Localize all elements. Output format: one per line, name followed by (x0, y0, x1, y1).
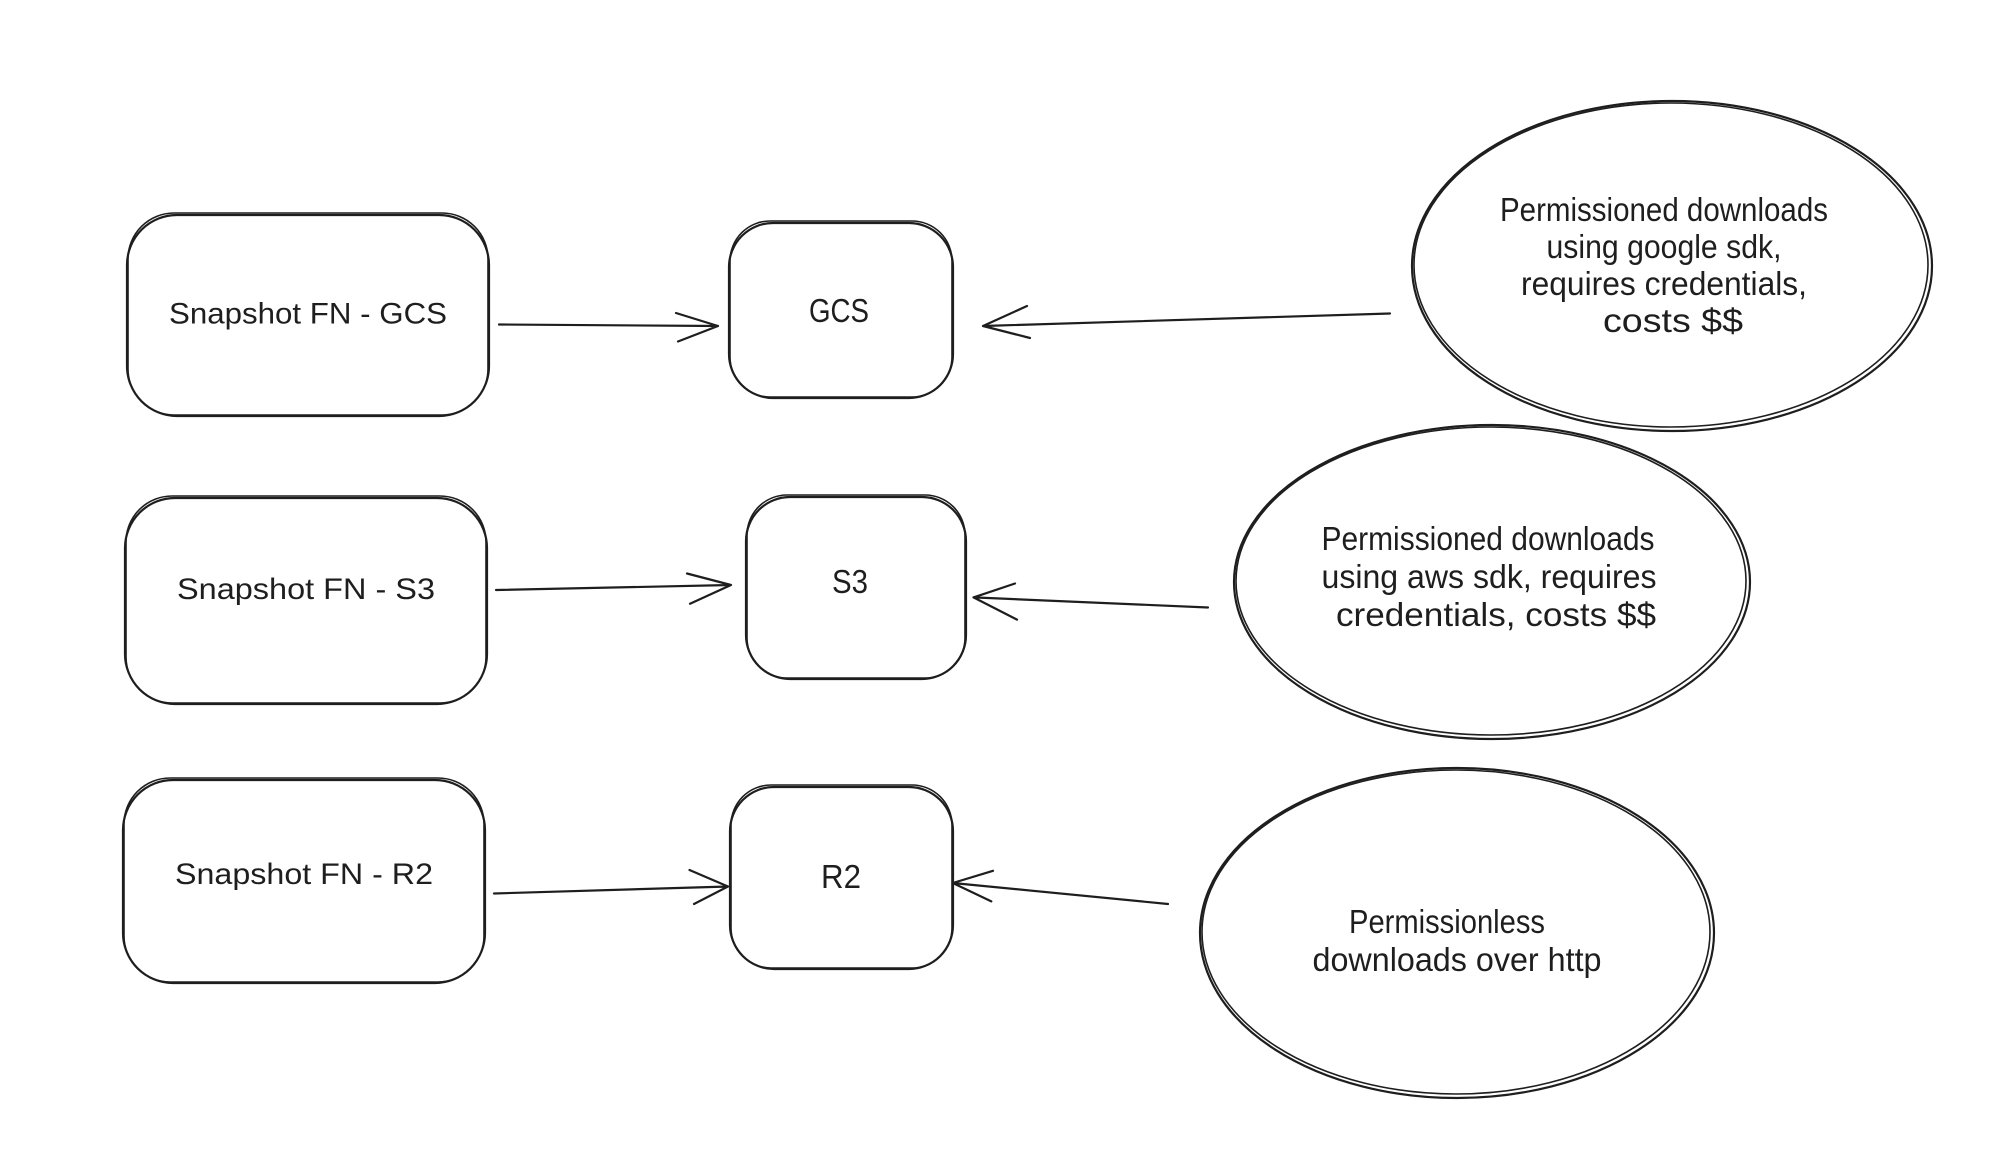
svg-text:Permissioned downloads: Permissioned downloads (1500, 191, 1828, 228)
svg-text:downloads over http: downloads over http (1313, 941, 1602, 978)
svg-text:GCS: GCS (809, 292, 869, 329)
svg-text:Permissioned downloads: Permissioned downloads (1322, 520, 1655, 557)
svg-text:Snapshot FN - S3: Snapshot FN - S3 (177, 573, 435, 606)
svg-text:requires credentials,: requires credentials, (1521, 265, 1807, 302)
svg-text:Permissionless: Permissionless (1349, 903, 1545, 940)
svg-text:credentials, costs $$: credentials, costs $$ (1336, 596, 1656, 633)
svg-text:costs $$: costs $$ (1603, 302, 1743, 339)
svg-text:R2: R2 (821, 858, 861, 895)
svg-text:Snapshot FN - GCS: Snapshot FN - GCS (169, 298, 447, 331)
svg-text:using google sdk,: using google sdk, (1547, 228, 1782, 265)
svg-text:using aws sdk, requires: using aws sdk, requires (1322, 558, 1657, 595)
svg-text:S3: S3 (832, 563, 868, 600)
svg-text:Snapshot FN - R2: Snapshot FN - R2 (175, 858, 433, 891)
